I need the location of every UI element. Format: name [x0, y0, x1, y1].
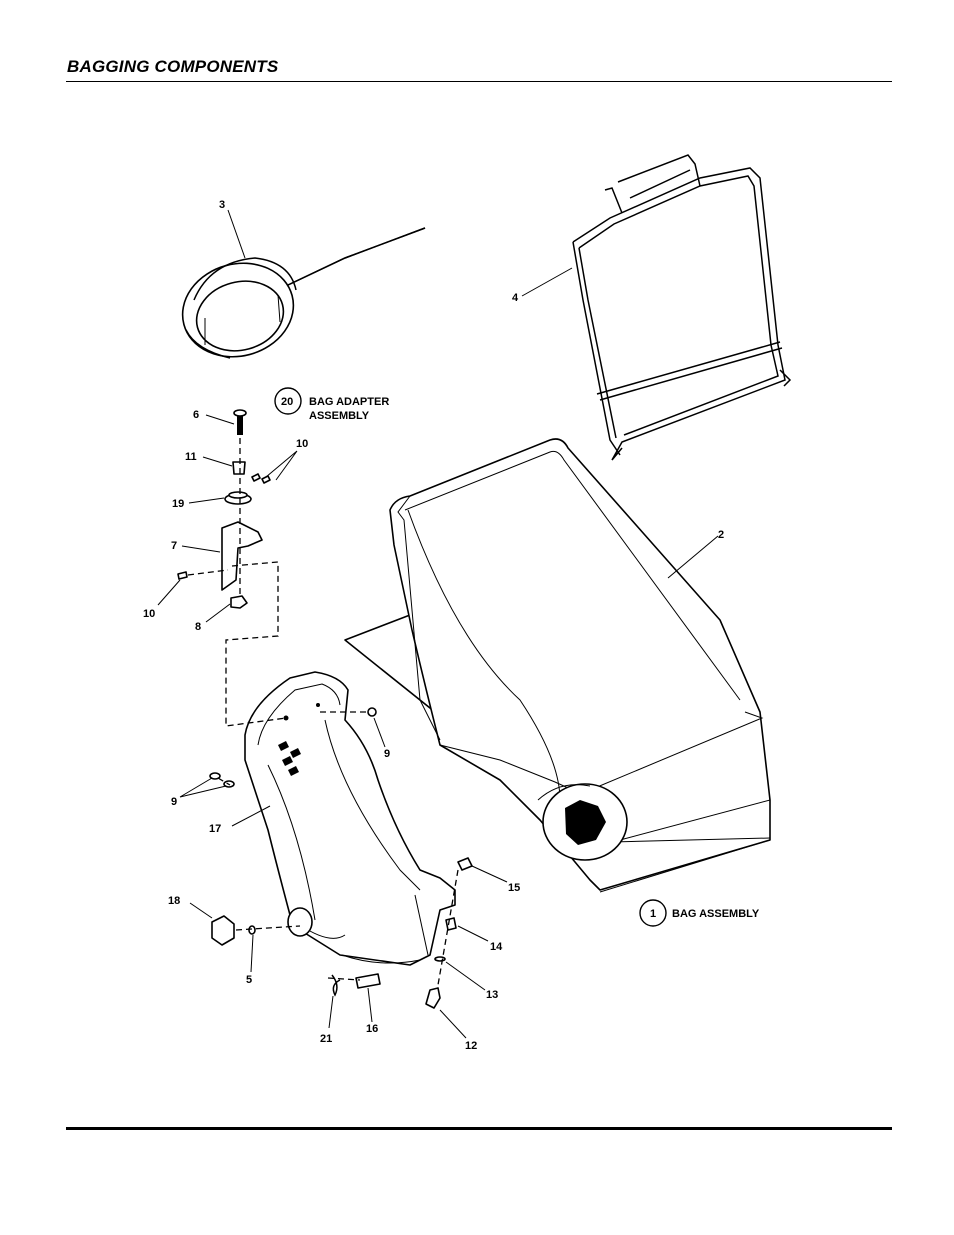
assembly-lines: [187, 438, 459, 986]
nut-part-8: [230, 595, 248, 609]
bushing-part-11: [232, 461, 246, 475]
callout-number-1: 1: [650, 908, 656, 920]
part-label-21: 21: [320, 1033, 332, 1045]
part-label-6: 6: [193, 409, 199, 421]
part-label-2: 2: [718, 529, 724, 541]
title-divider: [66, 81, 892, 82]
screw-part-6: [233, 409, 247, 435]
part-label-9-left: 9: [171, 796, 177, 808]
washer-part-5: [248, 925, 256, 935]
discharge-chute-part: [244, 671, 456, 966]
part-label-10-left: 10: [143, 608, 155, 620]
hardware-parts: [177, 409, 473, 1009]
washer-part-9: [367, 707, 377, 717]
rivet-part-10-left: [177, 571, 188, 580]
part-label-3: 3: [219, 199, 225, 211]
footer-divider: [66, 1127, 892, 1130]
bag-ring-part: [181, 227, 426, 359]
part-label-12: 12: [465, 1040, 477, 1052]
bracket-part-7: [221, 521, 263, 591]
part-label-18: 18: [168, 895, 180, 907]
part-label-11: 11: [185, 451, 197, 463]
part-label-14: 14: [490, 941, 503, 953]
grass-bag-part: [344, 438, 771, 893]
part-label-13: 13: [486, 989, 498, 1001]
part-label-5: 5: [246, 974, 252, 986]
callout-number-20: 20: [281, 396, 293, 408]
spacer-part-14: [445, 917, 457, 931]
pin-part-15: [457, 857, 473, 871]
part-label-17: 17: [209, 823, 221, 835]
part-label-4: 4: [512, 292, 519, 304]
page-title: BAGGING COMPONENTS: [67, 57, 279, 76]
bag-frame-part: [572, 154, 792, 461]
bag-adapter-callout: 20 BAG ADAPTER ASSEMBLY: [274, 387, 389, 422]
bolt-part-12: [425, 987, 441, 1009]
callout-label-assembly: ASSEMBLY: [309, 410, 370, 422]
washer-part-13: [434, 956, 446, 962]
callout-label-bag-assembly: BAG ASSEMBLY: [672, 908, 760, 920]
leader-lines: [157, 209, 719, 1039]
part-label-16: 16: [366, 1023, 378, 1035]
part-label-8: 8: [195, 621, 201, 633]
callout-label-bag-adapter: BAG ADAPTER: [309, 396, 389, 408]
bag-assembly-callout: 1 BAG ASSEMBLY: [639, 899, 760, 927]
part-labels: 3 4 2 6 11 10 19 7 10 8 9 9 17 18 5 15 1…: [143, 199, 724, 1052]
part-label-15: 15: [508, 882, 520, 894]
knob-part-18: [211, 915, 235, 946]
clip-part-21: [331, 974, 341, 997]
part-label-9-right: 9: [384, 748, 390, 760]
part-label-19: 19: [172, 498, 184, 510]
washer-parts-9-left: [209, 772, 235, 788]
washer-part-19: [224, 491, 252, 505]
pin-part-16: [355, 973, 381, 989]
part-label-10-top: 10: [296, 438, 308, 450]
part-label-7: 7: [171, 540, 177, 552]
